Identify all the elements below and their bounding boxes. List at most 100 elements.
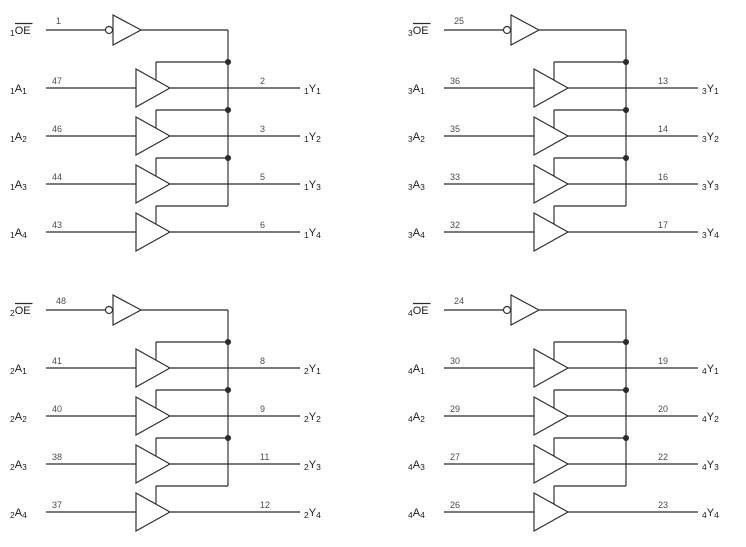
buffer-input-pin: 46 [52, 124, 62, 134]
buffer-input-pin: 30 [450, 356, 460, 366]
oe-pin-number: 24 [454, 296, 464, 306]
buffer-triangle [533, 348, 570, 388]
buffer-triangle [135, 212, 172, 252]
oe-inverter-triangle [510, 14, 541, 46]
junction-dot [623, 435, 629, 441]
buffer-output-label: 2Y3 [304, 459, 321, 472]
buffer-triangle [533, 68, 570, 108]
junction-dot [225, 339, 231, 345]
buffer-input-pin: 26 [450, 500, 460, 510]
buffer-triangle [135, 164, 172, 204]
buffer-triangle [533, 212, 570, 252]
buffer-output-pin: 13 [658, 76, 668, 86]
buffer-input-pin: 47 [52, 76, 62, 86]
oe-inverter-triangle [510, 294, 541, 326]
buffer-input-label: 2A4 [10, 507, 27, 520]
buffer-output-pin: 19 [658, 356, 668, 366]
buffer-input-pin: 37 [52, 500, 62, 510]
buffer-output-label: 3Y4 [702, 227, 719, 240]
buffer-input-pin: 27 [450, 452, 460, 462]
buffer-output-label: 2Y4 [304, 507, 321, 520]
buffer-output-label: 1Y3 [304, 179, 321, 192]
buffer-output-pin: 6 [260, 220, 265, 230]
buffer-output-pin: 20 [658, 404, 668, 414]
junction-dot [225, 155, 231, 161]
buffer-input-label: 4A4 [408, 507, 425, 520]
buffer-output-pin: 11 [260, 452, 269, 462]
buffer-input-label: 3A3 [408, 179, 425, 192]
oe-label: 3OE [408, 25, 429, 38]
buffer-triangle [533, 116, 570, 156]
junction-dot [623, 339, 629, 345]
buffer-output-pin: 17 [658, 220, 668, 230]
buffer-output-label: 1Y4 [304, 227, 321, 240]
junction-dot [623, 59, 629, 65]
oe-label: 1OE [10, 25, 31, 38]
buffer-output-pin: 9 [260, 404, 265, 414]
buffer-triangle [135, 492, 172, 532]
buffer-triangle [135, 348, 172, 388]
buffer-input-label: 4A1 [408, 363, 425, 376]
buffer-triangle [135, 68, 172, 108]
buffer-triangle [533, 492, 570, 532]
buffer-output-label: 4Y4 [702, 507, 719, 520]
buffer-input-label: 3A4 [408, 227, 425, 240]
buffer-input-pin: 35 [450, 124, 460, 134]
buffer-input-label: 1A3 [10, 179, 27, 192]
buffer-output-label: 1Y1 [304, 83, 321, 96]
buffer-output-pin: 5 [260, 172, 265, 182]
buffer-input-label: 1A2 [10, 131, 27, 144]
buffer-output-label: 4Y1 [702, 363, 719, 376]
junction-dot [623, 387, 629, 393]
buffer-output-pin: 16 [658, 172, 668, 182]
buffer-input-pin: 41 [52, 356, 62, 366]
buffer-input-pin: 38 [52, 452, 62, 462]
buffer-input-label: 2A2 [10, 411, 27, 424]
oe-inverter-bubble [104, 25, 114, 35]
buffer-output-pin: 2 [260, 76, 265, 86]
buffer-output-label: 2Y2 [304, 411, 321, 424]
buffer-triangle [135, 444, 172, 484]
buffer-output-pin: 3 [260, 124, 265, 134]
buffer-input-pin: 43 [52, 220, 62, 230]
buffer-input-label: 2A1 [10, 363, 27, 376]
junction-dot [623, 155, 629, 161]
oe-pin-number: 25 [454, 16, 464, 26]
buffer-output-pin: 14 [658, 124, 668, 134]
buffer-output-pin: 8 [260, 356, 265, 366]
buffer-triangle [135, 396, 172, 436]
buffer-triangle [533, 396, 570, 436]
buffer-input-label: 4A2 [408, 411, 425, 424]
buffer-output-label: 3Y1 [702, 83, 719, 96]
buffer-input-label: 4A3 [408, 459, 425, 472]
buffer-output-label: 2Y1 [304, 363, 321, 376]
buffer-output-pin: 12 [260, 500, 270, 510]
buffer-input-pin: 32 [450, 220, 460, 230]
buffer-input-label: 3A1 [408, 83, 425, 96]
buffer-triangle [135, 116, 172, 156]
junction-dot [225, 387, 231, 393]
buffer-input-pin: 29 [450, 404, 460, 414]
buffer-input-label: 3A2 [408, 131, 425, 144]
oe-pin-number: 1 [56, 16, 61, 26]
oe-inverter-bubble [502, 25, 512, 35]
buffer-input-pin: 40 [52, 404, 62, 414]
buffer-input-label: 2A3 [10, 459, 27, 472]
oe-inverter-triangle [112, 294, 143, 326]
junction-dot [225, 107, 231, 113]
buffer-output-label: 4Y3 [702, 459, 719, 472]
oe-label: 4OE [408, 305, 429, 318]
oe-pin-number: 48 [56, 296, 66, 306]
junction-dot [623, 107, 629, 113]
buffer-output-label: 1Y2 [304, 131, 321, 144]
buffer-output-label: 3Y3 [702, 179, 719, 192]
buffer-input-label: 1A1 [10, 83, 27, 96]
buffer-output-label: 4Y2 [702, 411, 719, 424]
buffer-triangle [533, 444, 570, 484]
buffer-triangle [533, 164, 570, 204]
junction-dot [225, 59, 231, 65]
